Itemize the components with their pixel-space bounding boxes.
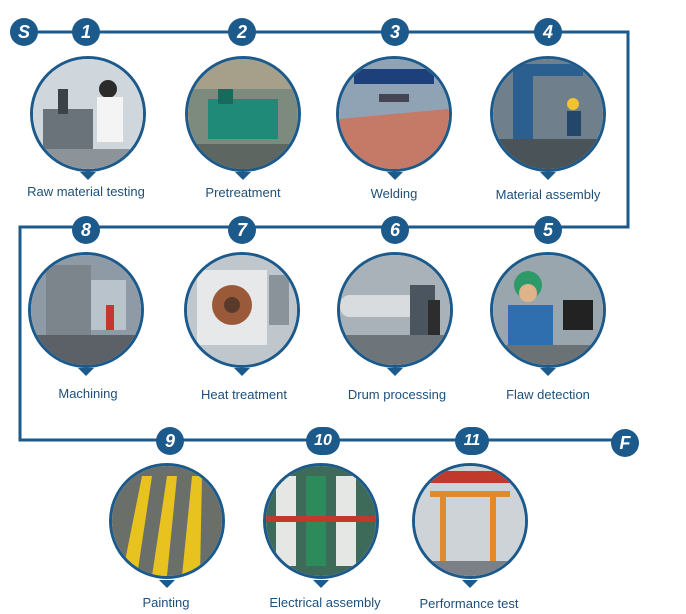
photo-pointer [159,580,175,588]
photo-pointer [387,172,403,180]
step-label: Electrical assembly [269,595,381,610]
painting-photo [109,463,225,579]
machining-photo [28,252,144,368]
step-number-badge: 7 [228,216,256,244]
photo-pointer [234,368,250,376]
step-label: Machining [58,386,118,401]
step-number-badge: 4 [534,18,562,46]
welding-photo [336,56,452,172]
step-number-badge: 1 [72,18,100,46]
photo-pointer [540,172,556,180]
step-label: Welding [370,186,418,201]
photo-pointer [387,368,403,376]
step-label: Material assembly [495,187,601,202]
material-assembly-photo [490,56,606,172]
performance-test-photo [412,463,528,579]
step-label: Painting [142,595,190,610]
step-number-badge: 8 [72,216,100,244]
flaw-detection-photo [490,252,606,368]
finish-marker: F [611,429,639,457]
step-label: Heat treatment [201,387,287,402]
step-label: Performance test [419,596,519,611]
pretreatment-photo [185,56,301,172]
step-label: Flaw detection [506,387,590,402]
photo-pointer [78,368,94,376]
raw-material-testing-photo [30,56,146,172]
step-number-badge: 11 [455,427,489,455]
photo-pointer [313,580,329,588]
start-marker: S [10,18,38,46]
drum-processing-photo [337,252,453,368]
step-number-badge: 9 [156,427,184,455]
photo-pointer [235,172,251,180]
step-number-badge: 5 [534,216,562,244]
photo-pointer [462,580,478,588]
step-number-badge: 6 [381,216,409,244]
step-number-badge: 10 [306,427,340,455]
step-number-badge: 3 [381,18,409,46]
heat-treatment-photo [184,252,300,368]
step-number-badge: 2 [228,18,256,46]
photo-pointer [540,368,556,376]
photo-pointer [80,172,96,180]
electrical-assembly-photo [263,463,379,579]
step-label: Drum processing [347,387,447,402]
step-label: Pretreatment [205,185,281,200]
step-label: Raw material testing [27,184,145,199]
